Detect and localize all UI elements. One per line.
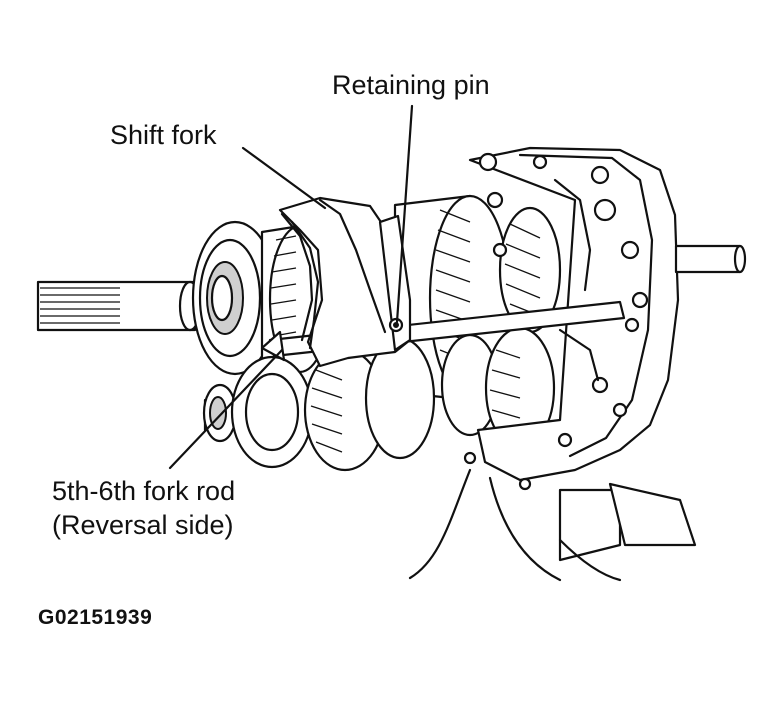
label-shift-fork: Shift fork <box>110 120 217 150</box>
work-stand <box>408 451 697 582</box>
leader-lines <box>168 104 414 470</box>
input-shaft <box>36 280 202 332</box>
label-retaining-pin: Retaining pin <box>332 70 490 100</box>
lower-gear-cluster <box>202 326 556 472</box>
output-shaft <box>674 244 747 274</box>
label-fork-rod-line2: (Reversal side) <box>52 510 234 540</box>
leader-retaining-pin <box>395 104 414 324</box>
figure-code: G02151939 <box>38 606 153 629</box>
leader-shift-fork <box>241 146 327 210</box>
leader-fork-rod <box>168 348 284 470</box>
label-fork-rod-line1: 5th-6th fork rod <box>52 476 236 506</box>
